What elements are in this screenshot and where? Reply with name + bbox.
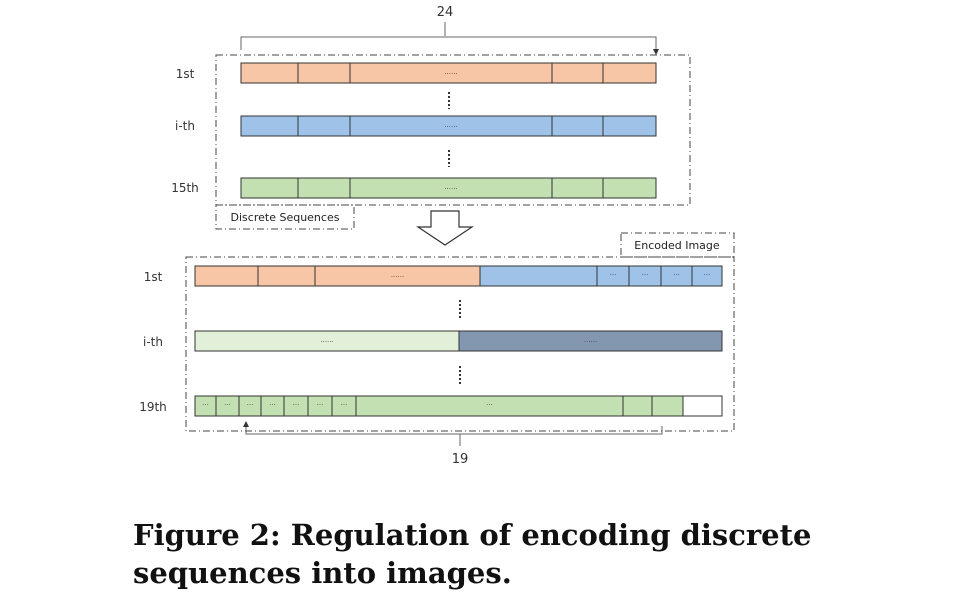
bottom-row-cell xyxy=(458,330,723,352)
discrete-sequences-label-box xyxy=(215,204,355,230)
bottom-row-19th: ··· ··· ··· ··· ··· ··· ··· ··· xyxy=(194,395,723,417)
top-row-cell-text: ...... xyxy=(444,68,457,76)
encoding-diagram: 24 Discrete Sequences 1st ...... i-th ..… xyxy=(139,5,735,467)
bottom-row-cell xyxy=(691,265,723,287)
top-row-1st: ...... xyxy=(240,62,657,84)
discrete-sequences-label: Discrete Sequences xyxy=(231,211,340,224)
top-row-label-ith: i-th xyxy=(175,119,195,133)
bottom-row-cell-text: ...... xyxy=(584,336,597,344)
bottom-row-label-ith: i-th xyxy=(143,335,163,349)
top-row-cell xyxy=(240,62,299,84)
top-row-cell xyxy=(551,115,604,137)
width-label: 24 xyxy=(437,5,454,20)
bottom-row-cell-text: ··· xyxy=(704,271,711,279)
top-row-cell xyxy=(551,62,604,84)
bottom-row-cell xyxy=(479,265,598,287)
bottom-row-cell-text: ··· xyxy=(269,401,276,409)
encoded-image-box xyxy=(185,256,735,432)
bottom-row-1st: ...... ··· ··· ··· ··· xyxy=(194,265,723,287)
down-arrow-icon xyxy=(416,210,474,246)
bottom-row-cell-text: ··· xyxy=(673,271,680,279)
bottom-row-cell xyxy=(682,395,723,417)
top-row-cell xyxy=(297,62,351,84)
top-row-label-1st: 1st xyxy=(176,67,195,81)
top-row-cell xyxy=(240,177,299,199)
top-row-cell-text: ...... xyxy=(444,121,457,129)
width-arrowhead xyxy=(653,49,659,55)
bottom-row-cell-text: ··· xyxy=(486,401,493,409)
top-row-ith: ...... xyxy=(240,115,657,137)
bottom-row-label-19th: 19th xyxy=(139,400,167,414)
top-row-cell xyxy=(602,62,657,84)
bottom-row-cell-text: ··· xyxy=(341,401,348,409)
top-row-cell xyxy=(602,177,657,199)
top-row-cell xyxy=(602,115,657,137)
bottom-row-label-1st: 1st xyxy=(144,270,163,284)
top-row-15th: ...... xyxy=(240,177,657,199)
top-row-cell xyxy=(551,177,604,199)
bottom-row-cell-text: ··· xyxy=(224,401,231,409)
bottom-row-cell-text: ··· xyxy=(202,401,209,409)
bottom-row-cell-text: ...... xyxy=(320,336,333,344)
bottom-row-cell xyxy=(651,395,684,417)
encoded-image-label-box xyxy=(620,232,735,258)
width-bracket xyxy=(240,36,657,50)
top-row-cell-text: ...... xyxy=(444,183,457,191)
bottom-row-cell-text: ··· xyxy=(317,401,324,409)
height-label: 19 xyxy=(452,452,469,467)
top-row-cell xyxy=(297,115,351,137)
bottom-row-cell-text: ...... xyxy=(391,271,404,279)
bottom-row-cell-text: ··· xyxy=(642,271,649,279)
height-arrowhead xyxy=(243,421,249,427)
discrete-sequences-box xyxy=(215,54,691,206)
height-bracket xyxy=(245,426,663,435)
bottom-row-cell xyxy=(257,265,316,287)
bottom-row-cell-text: ··· xyxy=(610,271,617,279)
encoded-image-label: Encoded Image xyxy=(634,239,720,252)
bottom-row-cell xyxy=(194,265,259,287)
bottom-row-ith: ............ xyxy=(194,330,723,352)
top-row-cell xyxy=(297,177,351,199)
bottom-row-cell-text: ··· xyxy=(247,401,254,409)
bottom-row-cell-text: ··· xyxy=(293,401,300,409)
bottom-row-cell xyxy=(622,395,653,417)
figure-caption: Figure 2: Regulation of encoding discret… xyxy=(133,518,812,590)
top-row-label-15th: 15th xyxy=(171,181,199,195)
top-row-cell xyxy=(240,115,299,137)
